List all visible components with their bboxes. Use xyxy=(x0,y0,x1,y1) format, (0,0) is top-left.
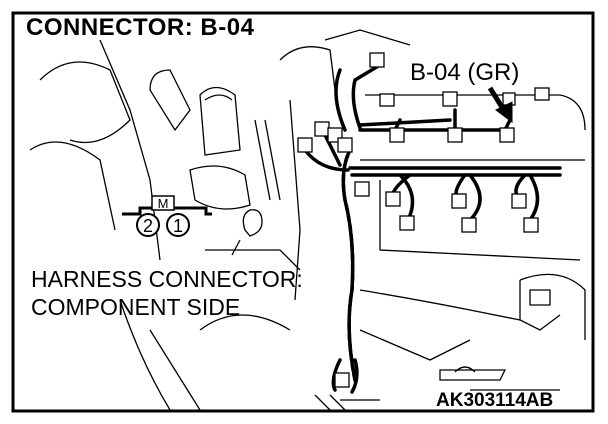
diagram-title: CONNECTOR: B-04 xyxy=(26,14,255,41)
pin-1-label: 1 xyxy=(173,216,183,236)
diagram-frame xyxy=(11,11,595,413)
connector-key-letter: M xyxy=(158,196,169,211)
engine-outline xyxy=(29,29,586,411)
harness-connectors xyxy=(297,52,550,388)
harness-label-line1: HARNESS CONNECTOR: xyxy=(31,266,303,292)
figure-code: AK303114AB xyxy=(436,390,554,411)
connector-face-symbol xyxy=(122,195,212,237)
b04-pointer-arrow xyxy=(487,86,513,123)
harness-label-line2: COMPONENT SIDE xyxy=(31,294,241,320)
connector-tag-label: B-04 (GR) xyxy=(410,59,520,86)
wiring-harness xyxy=(303,63,562,394)
pin-2-label: 2 xyxy=(143,216,153,236)
